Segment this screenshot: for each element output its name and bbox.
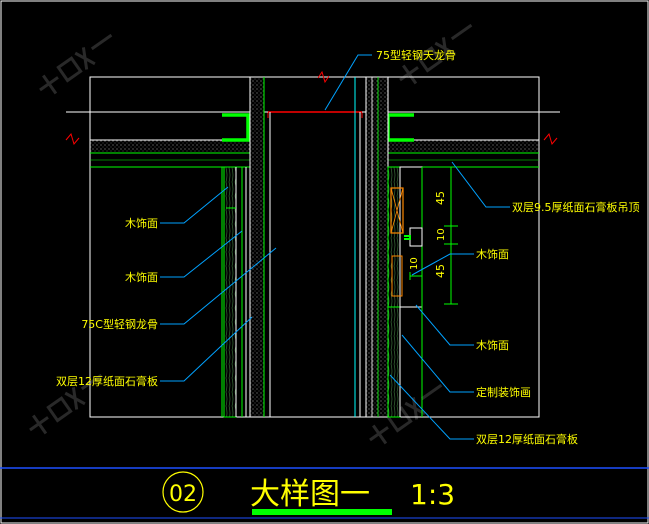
break-marks [65, 70, 558, 146]
dim-10-horizontal: 10 [409, 257, 420, 270]
dim-45-lower: 45 [434, 264, 447, 278]
label-75c-keel: 75C型轻钢龙骨 [81, 317, 158, 331]
label-right-wood-face-2: 木饰面 [476, 338, 509, 352]
right-wall [354, 76, 423, 418]
dim-10-vertical: 10 [436, 228, 447, 241]
label-right-gypsum: 双层12厚纸面石膏板 [476, 432, 578, 446]
leader-lines [160, 54, 510, 440]
label-top-keel: 75型轻钢天龙骨 [376, 48, 456, 62]
detail-number: 02 [169, 482, 197, 507]
title-block: 02 大样图一 1:3 [162, 471, 455, 515]
label-left-gypsum: 双层12厚纸面石膏板 [56, 374, 158, 388]
label-left-wood-face-2: 木饰面 [125, 270, 158, 284]
label-steel-trim: 定制装饰画 [476, 385, 531, 399]
detail-boundary [89, 76, 540, 418]
dimension-chain [409, 166, 458, 305]
label-right-wood-face-1: 木饰面 [476, 247, 509, 261]
label-ceiling-gypsum: 双层9.5厚纸面石膏板吊顶 [512, 200, 640, 214]
detail-scale: 1:3 [410, 478, 455, 511]
watermark [29, 23, 473, 445]
dim-45-upper: 45 [434, 191, 447, 205]
title-underline [252, 509, 392, 515]
left-wall [221, 76, 271, 418]
detail-title: 大样图一 [250, 477, 370, 512]
label-left-wood-face-1: 木饰面 [125, 216, 158, 230]
ceiling-slab-left [66, 111, 268, 168]
detail-number-circle [162, 471, 204, 513]
